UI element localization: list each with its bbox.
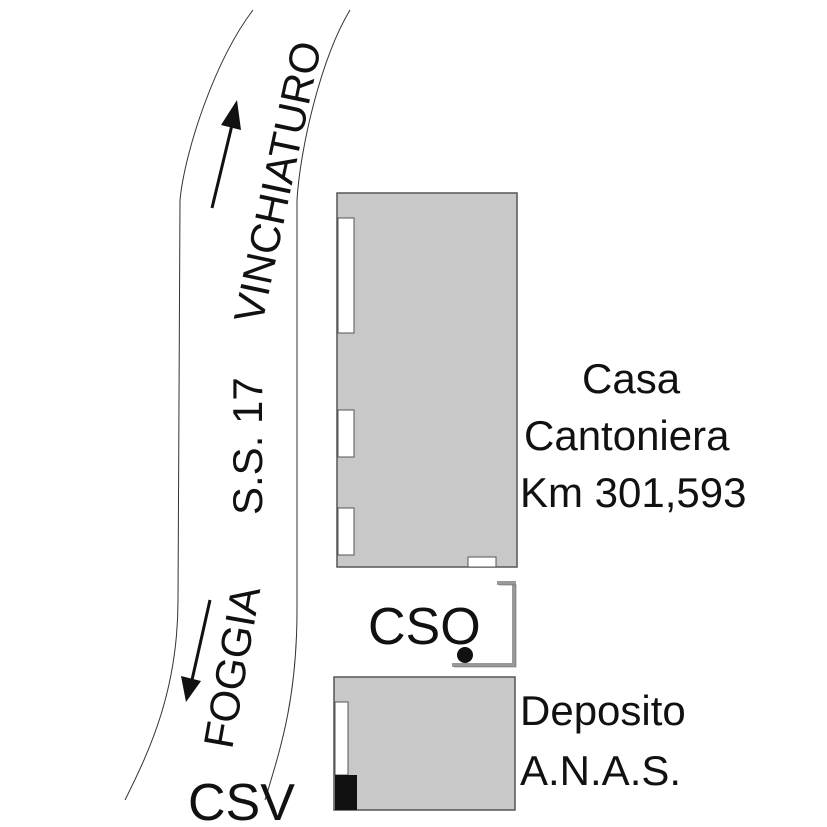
cso-label: CSO <box>368 598 481 656</box>
deposito-label-line2: A.N.A.S. <box>520 747 681 794</box>
window <box>337 409 355 458</box>
window <box>334 701 349 776</box>
direction-foggia: FOGGIA <box>195 583 270 752</box>
road-name: S.S. 17 <box>224 377 271 515</box>
casa-label-line1: Casa <box>582 355 681 402</box>
direction-vinchiaturo: VINCHIATURO <box>225 37 330 327</box>
cso-bracket <box>452 581 516 667</box>
road-left-edge <box>124 9 254 801</box>
deposito-label-line1: Deposito <box>520 687 686 734</box>
casa-cantoniera-building <box>336 192 518 568</box>
cso-point-icon <box>457 647 473 663</box>
arrow-south-icon <box>181 599 212 702</box>
arrow-north-icon <box>210 100 241 209</box>
csv-point-icon <box>335 775 357 810</box>
road-right-edge <box>264 9 351 801</box>
deposito-building <box>333 676 516 811</box>
casa-label-line3: Km 301,593 <box>520 469 747 516</box>
window <box>337 217 355 334</box>
csv-label: CSV <box>188 774 295 827</box>
casa-label-line2: Cantoniera <box>524 412 730 459</box>
window <box>337 507 355 556</box>
door <box>467 556 497 568</box>
